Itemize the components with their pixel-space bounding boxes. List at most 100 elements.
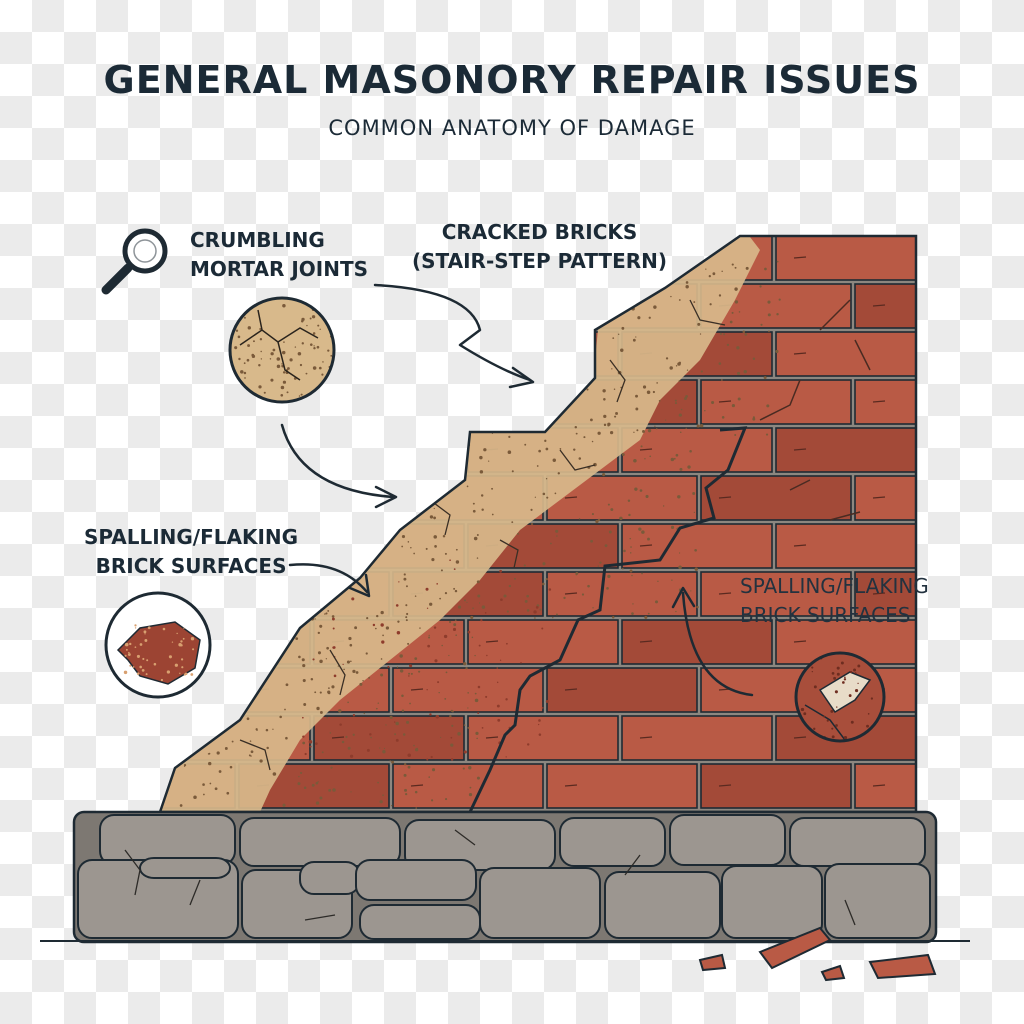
speckle	[848, 694, 852, 697]
speckle	[849, 670, 853, 674]
speckle	[223, 674, 226, 677]
speckle	[844, 676, 846, 679]
magnifier-icon	[101, 228, 168, 295]
brick-mark	[639, 544, 653, 547]
speckle	[407, 753, 411, 758]
speckle	[379, 747, 381, 749]
speckle	[675, 610, 677, 613]
speckle	[214, 787, 218, 791]
speckle	[285, 736, 288, 740]
speckle	[633, 458, 637, 463]
arrow-spalling-left	[288, 563, 369, 594]
speckle	[347, 746, 351, 750]
speckle	[662, 505, 665, 507]
speckle	[382, 749, 386, 754]
speckle	[309, 745, 312, 748]
label-line: BRICK SURFACES	[95, 554, 287, 578]
hairline-cracks	[759, 299, 871, 521]
speckle	[372, 623, 376, 627]
speckle	[835, 724, 838, 727]
speckle	[380, 658, 383, 660]
speckle	[380, 610, 384, 615]
speckle	[303, 703, 307, 706]
speckle	[478, 602, 481, 604]
speckle	[675, 453, 679, 457]
speckle	[317, 324, 320, 327]
speckle	[507, 450, 512, 454]
speckle	[476, 534, 479, 537]
speckle	[477, 594, 481, 598]
speckle	[700, 370, 703, 373]
speckle	[285, 683, 289, 687]
speckle	[380, 673, 384, 677]
speckle	[338, 709, 342, 713]
speckle	[642, 429, 645, 433]
speckle	[389, 715, 393, 719]
speckle	[256, 729, 258, 731]
speckle	[405, 585, 408, 588]
speckle	[295, 637, 299, 641]
speckle	[729, 320, 733, 324]
speckle	[767, 313, 771, 317]
brick-mark	[564, 688, 578, 691]
brick-mark	[639, 640, 653, 643]
speckle	[587, 341, 592, 345]
brick	[160, 427, 311, 473]
speckle	[139, 643, 143, 646]
speckle	[689, 449, 692, 453]
brick-mark	[103, 305, 115, 306]
speckle	[259, 327, 262, 331]
speckle	[128, 651, 130, 654]
speckle	[310, 677, 314, 681]
speckle	[592, 607, 594, 609]
speckle	[369, 733, 372, 736]
speckle	[655, 600, 659, 604]
speckle	[331, 685, 335, 689]
speckle	[634, 487, 638, 491]
speckle	[302, 664, 306, 668]
speckle	[708, 275, 711, 278]
speckle	[630, 546, 632, 548]
speckle	[206, 692, 209, 696]
stone	[789, 817, 926, 867]
speckle	[230, 701, 233, 704]
speckle	[327, 349, 330, 352]
speckle	[736, 346, 740, 350]
speckle	[125, 648, 128, 651]
speckle	[209, 782, 212, 785]
speckle	[272, 728, 274, 730]
speckle	[678, 413, 682, 417]
speckle	[455, 548, 458, 551]
speckle	[697, 322, 701, 326]
speckle	[450, 758, 454, 761]
speckle	[670, 457, 675, 462]
speckle	[226, 791, 230, 795]
speckle	[232, 614, 234, 616]
foundation-stones	[77, 814, 931, 940]
speckle	[428, 634, 430, 637]
speckle	[678, 299, 681, 301]
speckle	[657, 580, 659, 583]
speckle	[479, 470, 484, 474]
speckle	[235, 329, 239, 332]
speckle	[259, 338, 263, 341]
label-crumbling-mortar: CRUMBLING MORTAR JOINTS	[190, 226, 368, 284]
speckle	[563, 596, 566, 600]
speckle	[719, 332, 722, 335]
speckle	[389, 760, 391, 762]
speckle	[646, 390, 651, 395]
speckle	[836, 672, 840, 676]
speckle	[731, 311, 734, 314]
speckle	[327, 691, 331, 695]
speckle	[678, 380, 681, 382]
speckle	[407, 541, 410, 543]
speckle	[637, 316, 641, 320]
speckle	[468, 766, 472, 770]
speckle	[214, 664, 218, 667]
speckle	[208, 752, 211, 755]
speckle	[534, 496, 536, 498]
brick-mark	[103, 689, 115, 690]
speckle	[284, 640, 287, 643]
brick-debris	[698, 926, 937, 982]
speckle	[342, 663, 344, 666]
